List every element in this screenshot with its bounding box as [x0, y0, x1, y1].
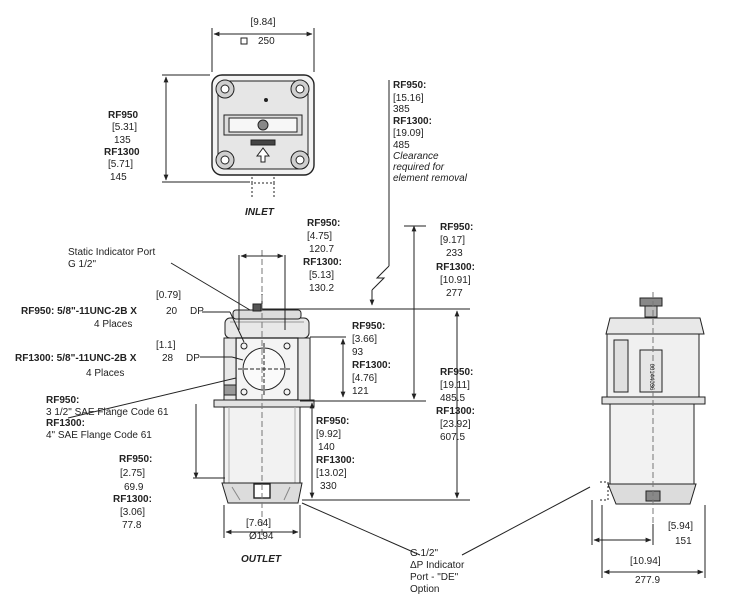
head-width-rf950-in: [4.75]	[307, 231, 333, 242]
overall-height-rf1300: RF1300:	[436, 406, 475, 417]
flange-rf950: RF950:	[46, 395, 80, 406]
top-width-in: [9.84]	[250, 17, 276, 28]
bowl-height-rf1300-mm: 330	[320, 481, 337, 492]
overall-height-rf950-mm: 485.5	[440, 393, 466, 404]
dp-port-thread: G 1/2"	[410, 548, 439, 559]
thread-rf1300-depth-mm: 28	[162, 353, 174, 364]
bowl-height-rf950-mm: 140	[318, 442, 335, 453]
thread-rf1300-places: 4 Places	[86, 368, 125, 379]
side-width-in: [10.94]	[630, 556, 661, 567]
thread-rf950-depth-mm: 20	[166, 306, 178, 317]
outlet-offset-rf1300: RF1300:	[113, 494, 152, 505]
inlet-label: INLET	[245, 207, 274, 218]
side-depth-mm: 151	[675, 536, 692, 547]
thread-rf1300-depth-in: [1.1]	[156, 340, 176, 351]
top-height-rf950: RF950	[108, 110, 139, 121]
clearance-rf1300-in: [19.09]	[393, 128, 424, 139]
top-dim-rf1300: RF1300:	[436, 262, 475, 273]
flange-rf950-spec: 3 1/2" SAE Flange Code 61	[46, 407, 169, 418]
top-height-rf950-mm: 135	[114, 135, 131, 146]
top-dim-rf950-mm: 233	[446, 248, 463, 259]
clearance-note-1: Clearance	[393, 151, 439, 162]
dp-port-line2: ΔP Indicator	[410, 560, 465, 571]
outlet-offset-rf1300-mm: 77.8	[122, 520, 142, 531]
overall-height-rf1300-in: [23.92]	[440, 419, 471, 430]
flange-rf1300: RF1300:	[46, 418, 85, 429]
side-view	[301, 292, 706, 578]
dp-port-line4: Option	[410, 584, 440, 595]
clearance-rf1300-mm: 485	[393, 140, 410, 151]
flange-height-rf950-in: [3.66]	[352, 334, 378, 345]
dp-port-line3: Port - "DE"	[410, 572, 459, 583]
head-width-rf1300: RF1300:	[303, 257, 342, 268]
overall-height-rf950-in: [19.11]	[440, 380, 470, 391]
clearance-rf950-mm: 385	[393, 104, 410, 115]
top-height-rf1300: RF1300	[104, 147, 140, 158]
top-height-rf1300-mm: 145	[110, 172, 127, 183]
top-dim-rf1300-in: [10.91]	[440, 275, 471, 286]
bowl-height-rf950: RF950:	[316, 416, 350, 427]
top-view	[162, 28, 315, 198]
clearance-note-2: required for	[393, 162, 445, 173]
head-width-rf1300-mm: 130.2	[309, 283, 335, 294]
side-width-mm: 277.9	[635, 575, 661, 586]
top-height-rf1300-in: [5.71]	[108, 159, 134, 170]
flange-height-rf1300-in: [4.76]	[352, 373, 378, 384]
outlet-offset-rf950: RF950:	[119, 454, 153, 465]
thread-rf950-dp: DP	[190, 306, 204, 317]
thread-rf950-depth-in: [0.79]	[156, 290, 182, 301]
clearance-leader	[369, 80, 390, 306]
overall-height-rf950: RF950:	[440, 367, 474, 378]
bowl-height-rf1300-in: [13.02]	[316, 468, 347, 479]
flange-height-rf1300: RF1300:	[352, 360, 391, 371]
top-height-rf950-in: [5.31]	[112, 122, 138, 133]
clearance-note-3: element removal	[393, 173, 467, 184]
static-port-thread: G 1/2"	[68, 259, 97, 270]
top-width-mm: 250	[258, 36, 275, 47]
outlet-label: OUTLET	[241, 554, 281, 565]
top-dim-rf950: RF950:	[440, 222, 474, 233]
bowl-dia-mm: Ø194	[249, 531, 274, 542]
flange-rf1300-spec: 4" SAE Flange Code 61	[46, 430, 152, 441]
static-port-label: Static Indicator Port	[68, 247, 156, 258]
top-dim-rf950-in: [9.17]	[440, 235, 466, 246]
thread-rf1300-dp: DP	[186, 353, 200, 364]
front-view	[67, 250, 315, 540]
flange-height-rf950: RF950:	[352, 321, 386, 332]
clearance-rf950: RF950:	[393, 80, 427, 91]
outlet-offset-rf1300-in: [3.06]	[120, 507, 146, 518]
clearance-rf1300: RF1300:	[393, 116, 432, 127]
side-depth-in: [5.94]	[668, 521, 694, 532]
bowl-height-rf950-in: [9.92]	[316, 429, 342, 440]
bowl-height-rf1300: RF1300:	[316, 455, 355, 466]
thread-rf1300-label: RF1300: 5/8"-11UNC-2B X	[15, 353, 137, 364]
flange-height-rf1300-mm: 121	[352, 386, 369, 397]
height-dimensions	[262, 225, 470, 501]
part-marking: 00144036	[648, 364, 654, 391]
flange-height-rf950-mm: 93	[352, 347, 364, 358]
thread-rf950-label: RF950: 5/8"-11UNC-2B X	[21, 306, 137, 317]
head-width-rf1300-in: [5.13]	[309, 270, 335, 281]
overall-height-rf1300-mm: 607.5	[440, 432, 466, 443]
thread-rf950-places: 4 Places	[94, 319, 133, 330]
head-width-rf950-mm: 120.7	[309, 244, 335, 255]
outlet-offset-rf950-in: [2.75]	[120, 468, 146, 479]
top-dim-rf1300-mm: 277	[446, 288, 463, 299]
outlet-offset-rf950-mm: 69.9	[124, 482, 144, 493]
head-width-rf950: RF950:	[307, 218, 341, 229]
bowl-dia-in: [7.64]	[246, 518, 272, 529]
clearance-rf950-in: [15.16]	[393, 93, 424, 104]
